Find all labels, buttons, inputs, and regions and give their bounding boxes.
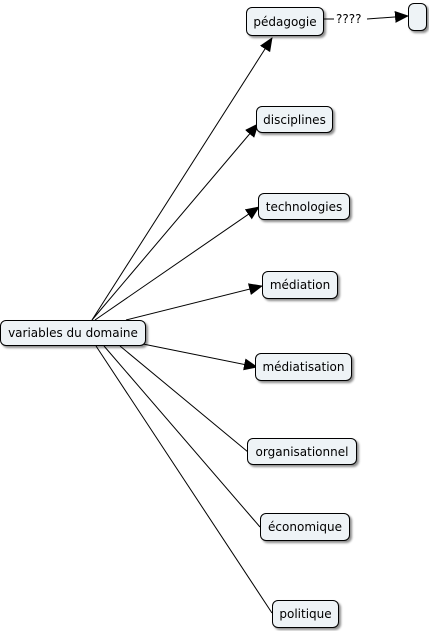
node-label-politique: politique: [279, 607, 332, 621]
node-mediatisation[interactable]: médiatisation: [255, 353, 352, 381]
node-label-mediatisation: médiatisation: [262, 360, 345, 374]
connector-root-to-disciplines: [91, 123, 259, 321]
node-empty[interactable]: [408, 3, 427, 31]
node-label-mediation: médiation: [269, 278, 331, 292]
connector-lines: [91, 10, 409, 614]
connector-root-to-politique: [95, 345, 273, 614]
connector-root-to-technologies: [94, 206, 260, 321]
node-politique[interactable]: politique: [272, 600, 339, 628]
connector-root-to-organisationnel: [119, 345, 249, 453]
node-label-pedagogie: pédagogie: [253, 14, 317, 29]
connector-root-to-pedagogie: [91, 37, 273, 321]
node-label-organisationnel: organisationnel: [255, 444, 349, 459]
node-variables-du-domaine[interactable]: variables du domaine: [0, 320, 146, 346]
node-organisationnel[interactable]: organisationnel: [247, 438, 357, 465]
connector-root-to-economique: [103, 345, 261, 528]
node-economique[interactable]: économique: [260, 513, 350, 541]
node-pedagogie[interactable]: pédagogie: [246, 7, 324, 36]
node-label-economique: économique: [268, 520, 342, 534]
connector-label-to-empty-node: [366, 10, 409, 23]
node-label-disciplines: disciplines: [263, 112, 326, 127]
node-technologies[interactable]: technologies: [258, 193, 350, 220]
connector-root-to-mediation: [125, 283, 263, 321]
link-label-question-marks: ????: [336, 12, 362, 26]
node-label-technologies: technologies: [265, 199, 343, 214]
node-label-variables-du-domaine: variables du domaine: [8, 326, 138, 340]
node-mediation[interactable]: médiation: [262, 271, 338, 299]
node-disciplines[interactable]: disciplines: [256, 106, 333, 133]
connector-root-to-mediatisation: [142, 343, 258, 371]
